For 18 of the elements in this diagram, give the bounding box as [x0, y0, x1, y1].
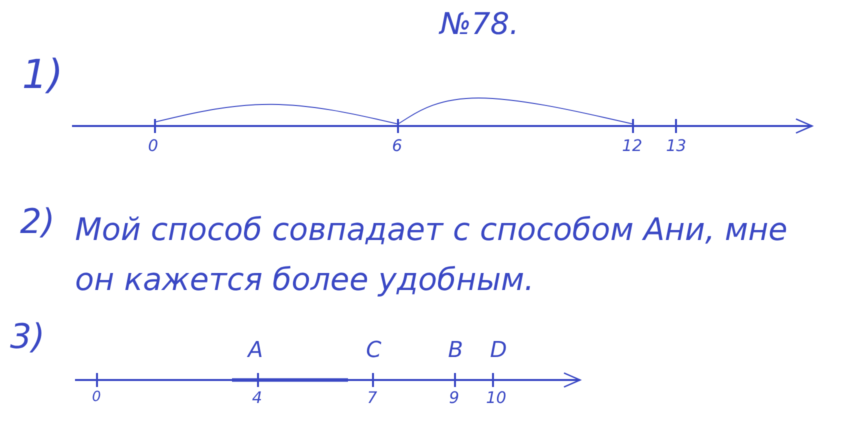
- item-number: 3): [10, 320, 45, 354]
- tick-label: 6: [392, 138, 402, 154]
- problem-number: №78.: [440, 10, 519, 40]
- tick-label: 10: [486, 390, 506, 406]
- point-label: A: [248, 340, 264, 362]
- point-label: C: [366, 340, 382, 362]
- tick-label: 0: [92, 390, 101, 404]
- tick-label: 4: [252, 390, 262, 406]
- point-label: D: [490, 340, 507, 362]
- tick-label: 13: [666, 138, 686, 154]
- tick-label: 12: [622, 138, 642, 154]
- item-number: 1): [22, 55, 64, 95]
- answer-text: Мой способ совпадает с способом Ани, мне он кажется более удобным.: [75, 211, 789, 300]
- tick-label: 0: [148, 138, 158, 154]
- item-number: 2): [20, 205, 55, 239]
- point-label: B: [448, 340, 464, 362]
- tick-label: 7: [367, 390, 378, 406]
- tick-label: 9: [449, 390, 460, 406]
